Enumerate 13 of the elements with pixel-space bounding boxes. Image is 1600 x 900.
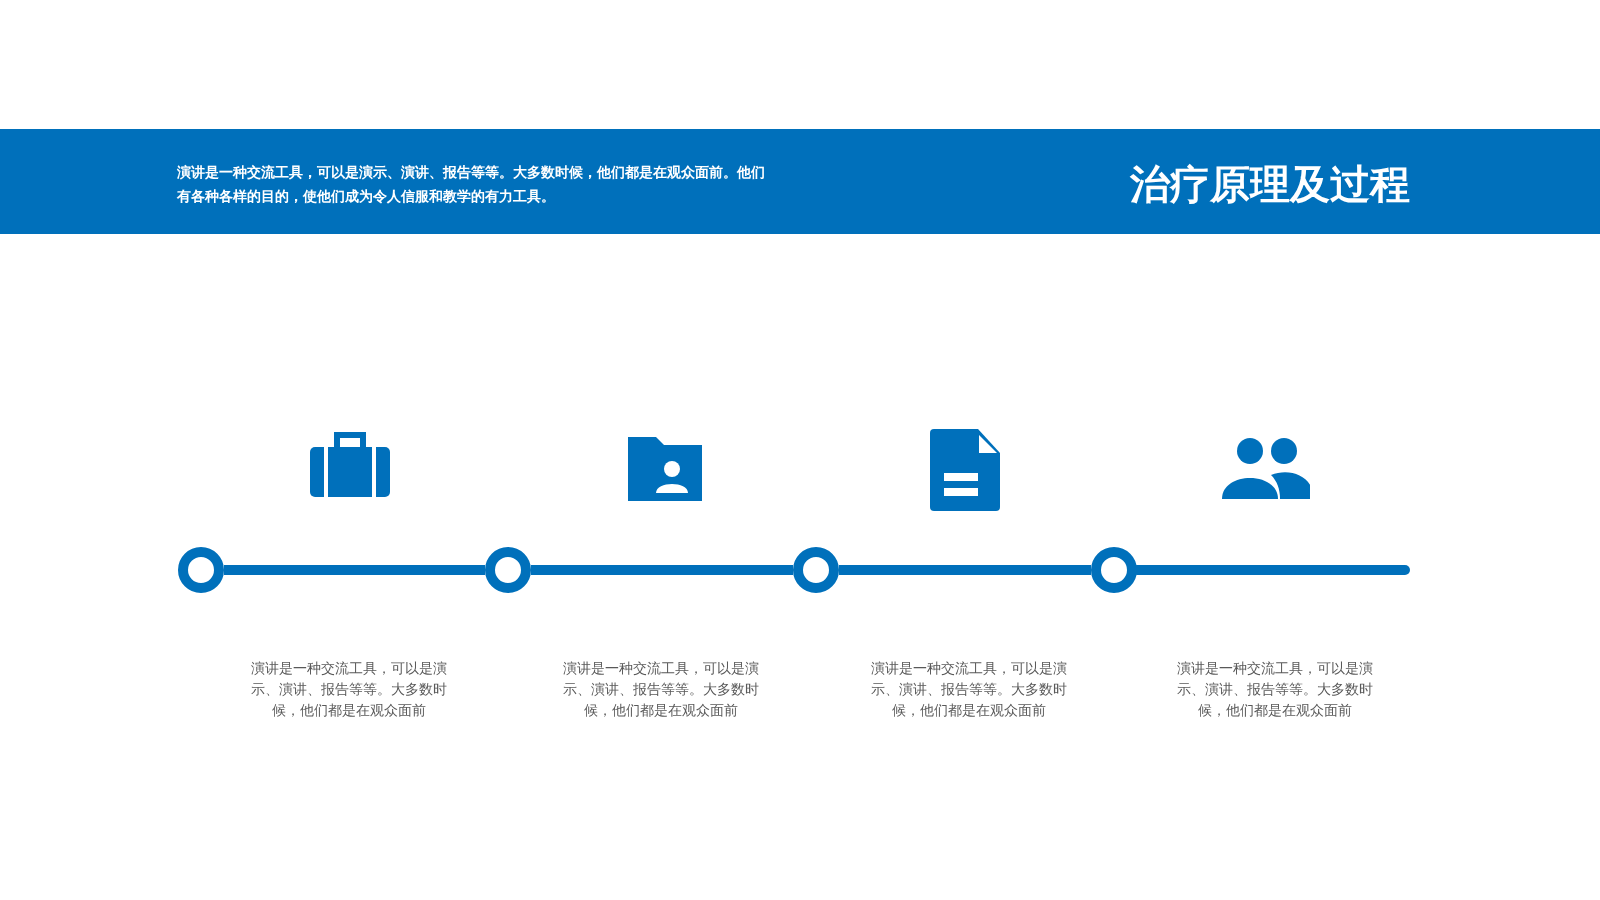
timeline-marker: [1091, 547, 1137, 593]
description-text: 演讲是一种交流工具，可以是演示、演讲、报告等等。大多数时候，他们都是在观众面前: [870, 659, 1068, 720]
timeline-line: [224, 565, 485, 575]
timeline-line: [531, 565, 793, 575]
timeline-marker: [793, 547, 839, 593]
timeline-marker: [178, 547, 224, 593]
description-text: 演讲是一种交流工具，可以是演示、演讲、报告等等。大多数时候，他们都是在观众面前: [250, 659, 448, 720]
timeline-marker: [485, 547, 531, 593]
description-text: 演讲是一种交流工具，可以是演示、演讲、报告等等。大多数时候，他们都是在观众面前: [1176, 659, 1374, 720]
description-text: 演讲是一种交流工具，可以是演示、演讲、报告等等。大多数时候，他们都是在观众面前: [562, 659, 760, 720]
title: 治疗原理及过程: [1129, 160, 1410, 209]
intro-text: 演讲是一种交流工具，可以是演示、演讲、报告等等。大多数时候，他们都是在观众面前。他们有各种各样的目的，使他们成为令人信服和教学的有力工具。: [177, 163, 766, 206]
timeline-line: [839, 565, 1091, 575]
